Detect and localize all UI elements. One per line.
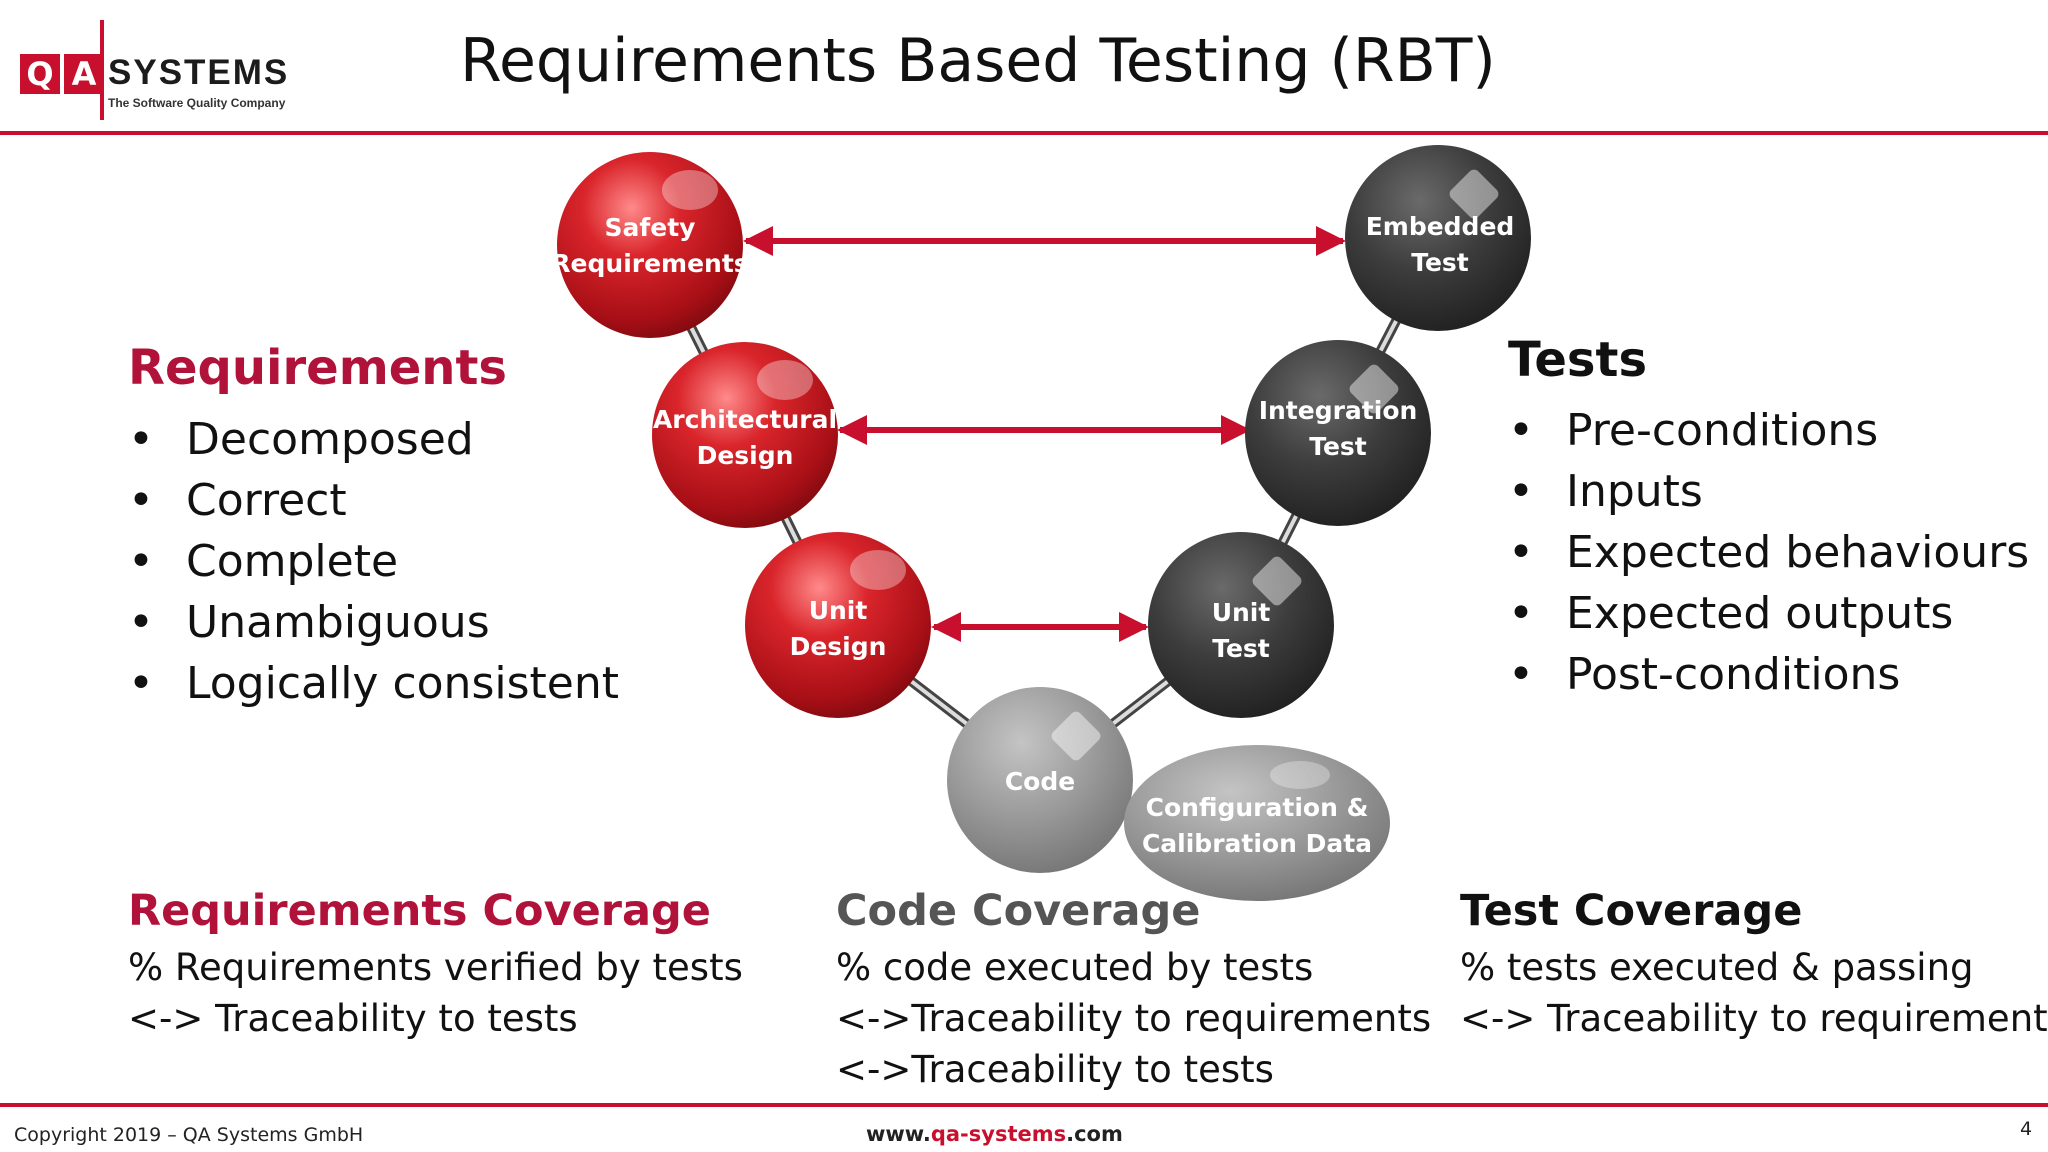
node-label: Unit — [1212, 598, 1271, 627]
requirements-item: Decomposed — [128, 409, 619, 470]
url-suffix: .com — [1066, 1122, 1123, 1146]
tests-item: Pre-conditions — [1508, 400, 2029, 461]
requirements-item: Complete — [128, 531, 619, 592]
node-label: Design — [790, 632, 887, 661]
unit-test-node: Unit Test — [1148, 532, 1334, 718]
requirements-coverage-block: Requirements Coverage % Requirements ver… — [128, 886, 743, 1044]
slide-title: Requirements Based Testing (RBT) — [460, 26, 1496, 96]
website-link[interactable]: www.qa-systems.com — [866, 1122, 1123, 1146]
coverage-line: <-> Traceability to requirements — [1460, 997, 2048, 1040]
node-label: Calibration Data — [1142, 829, 1372, 858]
tests-item: Post-conditions — [1508, 644, 2029, 705]
code-node: Code — [947, 687, 1133, 873]
tests-heading: Tests — [1508, 332, 1648, 388]
integration-test-node: Integration Test — [1245, 340, 1431, 526]
test-coverage-block: Test Coverage % tests executed & passing… — [1460, 886, 2048, 1044]
requirements-heading: Requirements — [128, 340, 507, 396]
page-number: 4 — [2020, 1118, 2033, 1140]
node-label: Integration — [1259, 396, 1418, 425]
node-label: Test — [1411, 248, 1469, 277]
url-domain: qa-systems — [930, 1122, 1067, 1146]
coverage-line: <->Traceability to tests — [836, 1048, 1274, 1091]
embedded-test-node: Embedded Test — [1345, 145, 1531, 331]
coverage-line: <->Traceability to requirements — [836, 997, 1432, 1040]
copyright-text: Copyright 2019 – QA Systems GmbH — [14, 1124, 364, 1146]
requirements-item: Unambiguous — [128, 592, 619, 653]
code-coverage-block: Code Coverage % code executed by tests <… — [836, 886, 1431, 1095]
safety-requirements-node: Safety Requirements — [551, 152, 749, 338]
configuration-calibration-node: Configuration & Calibration Data — [1124, 745, 1390, 901]
logo-divider — [100, 20, 104, 120]
logo-q: Q — [20, 54, 60, 94]
architectural-design-node: Architectural Design — [652, 342, 838, 528]
code-coverage-heading: Code Coverage — [836, 886, 1201, 936]
requirements-coverage-heading: Requirements Coverage — [128, 886, 711, 936]
unit-design-node: Unit Design — [745, 532, 931, 718]
coverage-line: % tests executed & passing — [1460, 946, 1974, 989]
node-label: Code — [1005, 767, 1075, 796]
node-label: Configuration & — [1146, 793, 1369, 822]
tests-list: Pre-conditions Inputs Expected behaviour… — [1508, 400, 2029, 705]
coverage-line: % Requirements verified by tests — [128, 946, 743, 989]
requirements-list: Decomposed Correct Complete Unambiguous … — [128, 409, 619, 714]
coverage-line: <-> Traceability to tests — [128, 997, 578, 1040]
node-label: Test — [1309, 432, 1367, 461]
coverage-line: % code executed by tests — [836, 946, 1314, 989]
logo-tagline: The Software Quality Company — [108, 96, 286, 110]
company-logo: Q A SYSTEMS The Software Quality Company — [20, 20, 290, 120]
footer-divider — [0, 1103, 2048, 1107]
test-coverage-heading: Test Coverage — [1460, 886, 1803, 936]
tests-item: Inputs — [1508, 461, 2029, 522]
requirements-item: Correct — [128, 470, 619, 531]
node-label: Requirements — [551, 249, 748, 278]
node-label: Embedded — [1366, 212, 1515, 241]
node-label: Safety — [605, 213, 696, 242]
logo-a: A — [64, 54, 104, 94]
node-label: Architectural — [653, 405, 837, 434]
node-label: Design — [697, 441, 794, 470]
requirements-item: Logically consistent — [128, 653, 619, 714]
header-divider — [0, 131, 2048, 135]
node-label: Test — [1212, 634, 1270, 663]
node-label: Unit — [809, 596, 868, 625]
url-prefix: www. — [866, 1122, 931, 1146]
logo-wordmark: SYSTEMS — [108, 53, 290, 92]
tests-item: Expected behaviours — [1508, 522, 2029, 583]
tests-item: Expected outputs — [1508, 583, 2029, 644]
